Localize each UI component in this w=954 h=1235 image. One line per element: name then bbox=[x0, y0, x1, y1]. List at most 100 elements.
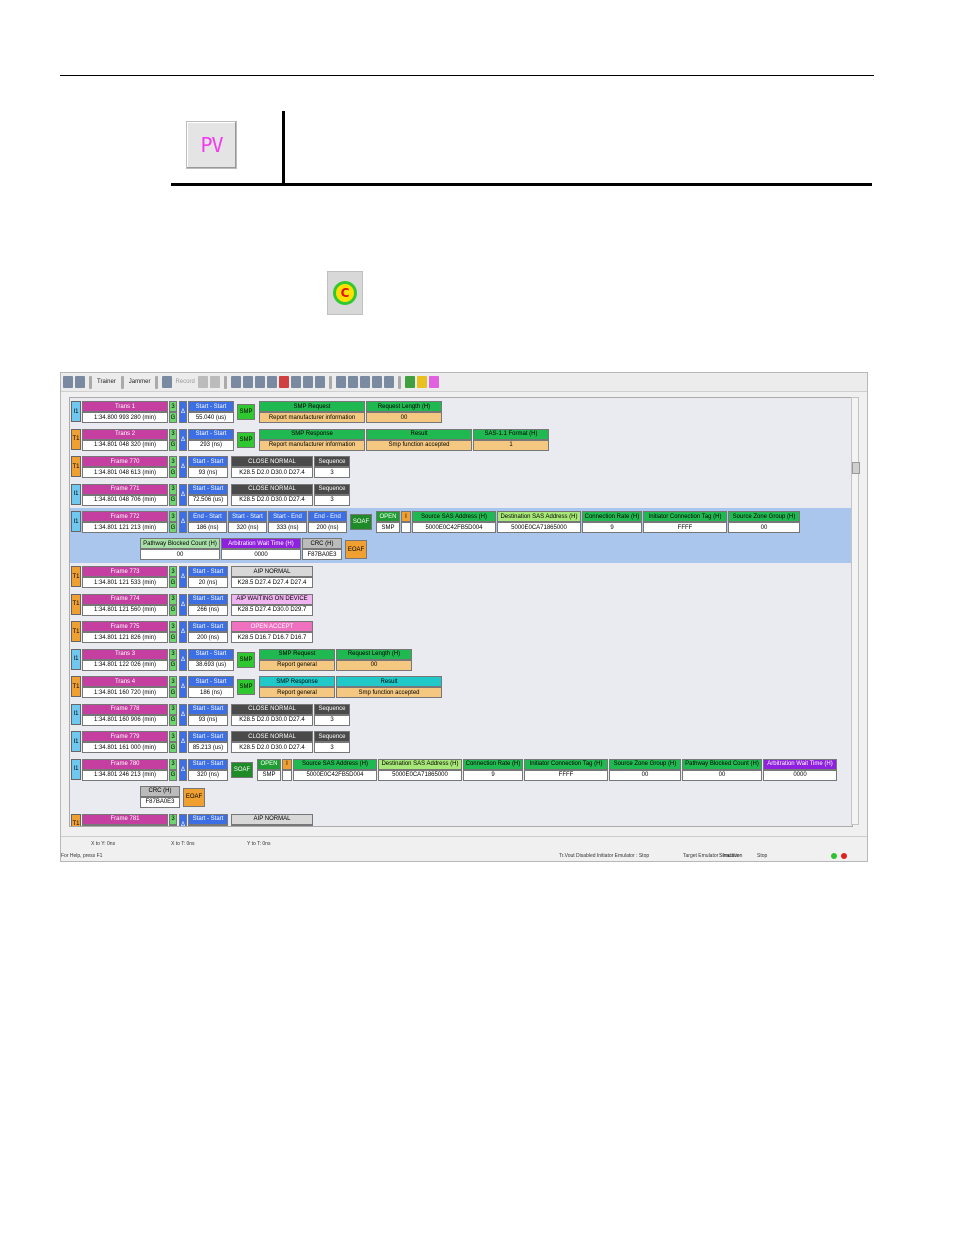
vertical-scrollbar[interactable] bbox=[851, 397, 860, 825]
generation-label: G bbox=[169, 577, 177, 588]
timing-header: End - Start bbox=[188, 511, 227, 522]
delta-icon: Δ bbox=[179, 593, 187, 616]
field-value: 9 bbox=[463, 769, 523, 781]
c-view-icon[interactable] bbox=[416, 376, 427, 388]
table-vertical-rule bbox=[282, 111, 285, 184]
field-value: K28.5 D16.7 D16.7 D16.7 bbox=[231, 632, 313, 643]
timing-value bbox=[188, 824, 228, 826]
timing-value: 320 (ns) bbox=[228, 522, 267, 533]
packet-type-tag: I1 bbox=[71, 511, 81, 532]
field-value: Report general bbox=[259, 687, 335, 698]
packet-time: 1:34.801 121 826 (min) bbox=[82, 632, 168, 643]
pv-view-icon[interactable] bbox=[428, 376, 439, 388]
table-bottom-rule bbox=[171, 183, 872, 186]
trainer-button[interactable]: Trainer bbox=[97, 379, 116, 385]
field-header: I bbox=[401, 511, 411, 522]
field-value: K28.5 D2.0 D30.0 D27.4 bbox=[231, 494, 313, 506]
timing-value: 186 (ns) bbox=[188, 687, 234, 698]
packet-title: Frame 781 bbox=[82, 813, 168, 825]
field-header: SMP Response bbox=[259, 428, 365, 440]
field-value: 5000E0CA71865000 bbox=[378, 769, 462, 781]
field-value: 9 bbox=[582, 522, 642, 533]
packet-title: Frame 779 bbox=[82, 731, 168, 742]
timing-header: Start - Start bbox=[188, 593, 228, 605]
open-icon[interactable] bbox=[63, 376, 73, 388]
generation-label bbox=[169, 824, 177, 826]
bookmark-icon[interactable] bbox=[266, 376, 277, 388]
move-icon[interactable] bbox=[314, 376, 325, 388]
lane-number: 3 bbox=[169, 483, 177, 495]
generation-label: G bbox=[169, 522, 177, 533]
field-value: K28.5 D2.0 D30.0 D27.4 bbox=[231, 467, 313, 478]
c-toolbar-icon[interactable]: C bbox=[327, 271, 363, 315]
delta-icon: Δ bbox=[179, 456, 187, 478]
field-value: SMP bbox=[376, 522, 400, 533]
lane-number: 3 bbox=[169, 401, 177, 412]
field-header: OPEN ACCEPT bbox=[231, 621, 313, 632]
packet-time: 1:34.801 160 720 (min) bbox=[82, 687, 168, 698]
field-value: 00 bbox=[366, 412, 442, 423]
packet-title: Frame 775 bbox=[82, 621, 168, 632]
table-icon[interactable] bbox=[359, 376, 370, 388]
packet-type-tag: I1 bbox=[71, 401, 81, 422]
timing-header: Start - Start bbox=[188, 731, 228, 742]
delete-icon[interactable] bbox=[278, 376, 289, 388]
field-value: K28.5 D27.4 D27.4 D27.4 bbox=[231, 577, 313, 588]
lane-number: 3 bbox=[169, 456, 177, 467]
save-icon[interactable] bbox=[75, 376, 85, 388]
field-value: K28.5 D2.0 D30.0 D27.4 bbox=[231, 742, 313, 753]
pause-icon[interactable] bbox=[209, 376, 220, 388]
field-value: 3 bbox=[314, 742, 350, 753]
field-value: F87BA0E3 bbox=[140, 796, 180, 808]
field-value: 00 bbox=[336, 659, 412, 671]
zoom-out-icon[interactable] bbox=[302, 376, 313, 388]
field-value bbox=[401, 522, 411, 533]
field-value: FFFF bbox=[643, 522, 727, 533]
report-icon[interactable] bbox=[335, 376, 346, 388]
record-button[interactable]: Record bbox=[175, 379, 195, 385]
zoom-in-icon[interactable] bbox=[290, 376, 301, 388]
scroll-thumb[interactable] bbox=[852, 462, 860, 474]
field-header: Connection Rate (H) bbox=[582, 511, 642, 522]
export-icon[interactable] bbox=[371, 376, 382, 388]
timing-value: 85.213 (us) bbox=[188, 742, 228, 753]
view-icon[interactable] bbox=[230, 376, 241, 388]
packet-time: 1:34.801 122 026 (min) bbox=[82, 659, 168, 671]
chart-icon[interactable] bbox=[347, 376, 358, 388]
lane-number: 3 bbox=[169, 511, 177, 522]
search-icon[interactable] bbox=[254, 376, 265, 388]
bus-icon[interactable] bbox=[383, 376, 394, 388]
settings-icon[interactable] bbox=[162, 376, 173, 388]
jammer-button[interactable]: Jammer bbox=[128, 379, 151, 385]
field-value: 3 bbox=[314, 467, 350, 478]
layout-icon[interactable] bbox=[404, 376, 415, 388]
pv-toolbar-icon[interactable]: PV bbox=[186, 121, 237, 169]
filter-icon[interactable] bbox=[242, 376, 253, 388]
packet-time: 1:34.801 246 213 (min) bbox=[82, 769, 168, 781]
lane-number: 3 bbox=[169, 731, 177, 742]
field-value: 0000 bbox=[221, 549, 301, 560]
stop-icon[interactable] bbox=[197, 376, 208, 388]
field-value: 3 bbox=[314, 494, 350, 506]
field-header: CLOSE NORMAL bbox=[231, 456, 313, 467]
packet-time: 1:34.801 048 706 (min) bbox=[82, 494, 168, 506]
delta-icon: Δ bbox=[179, 648, 187, 671]
smp-tag: SMP bbox=[237, 651, 255, 668]
packet-type-tag: T1 bbox=[71, 456, 81, 477]
timing-header: Start - Start bbox=[188, 648, 234, 660]
